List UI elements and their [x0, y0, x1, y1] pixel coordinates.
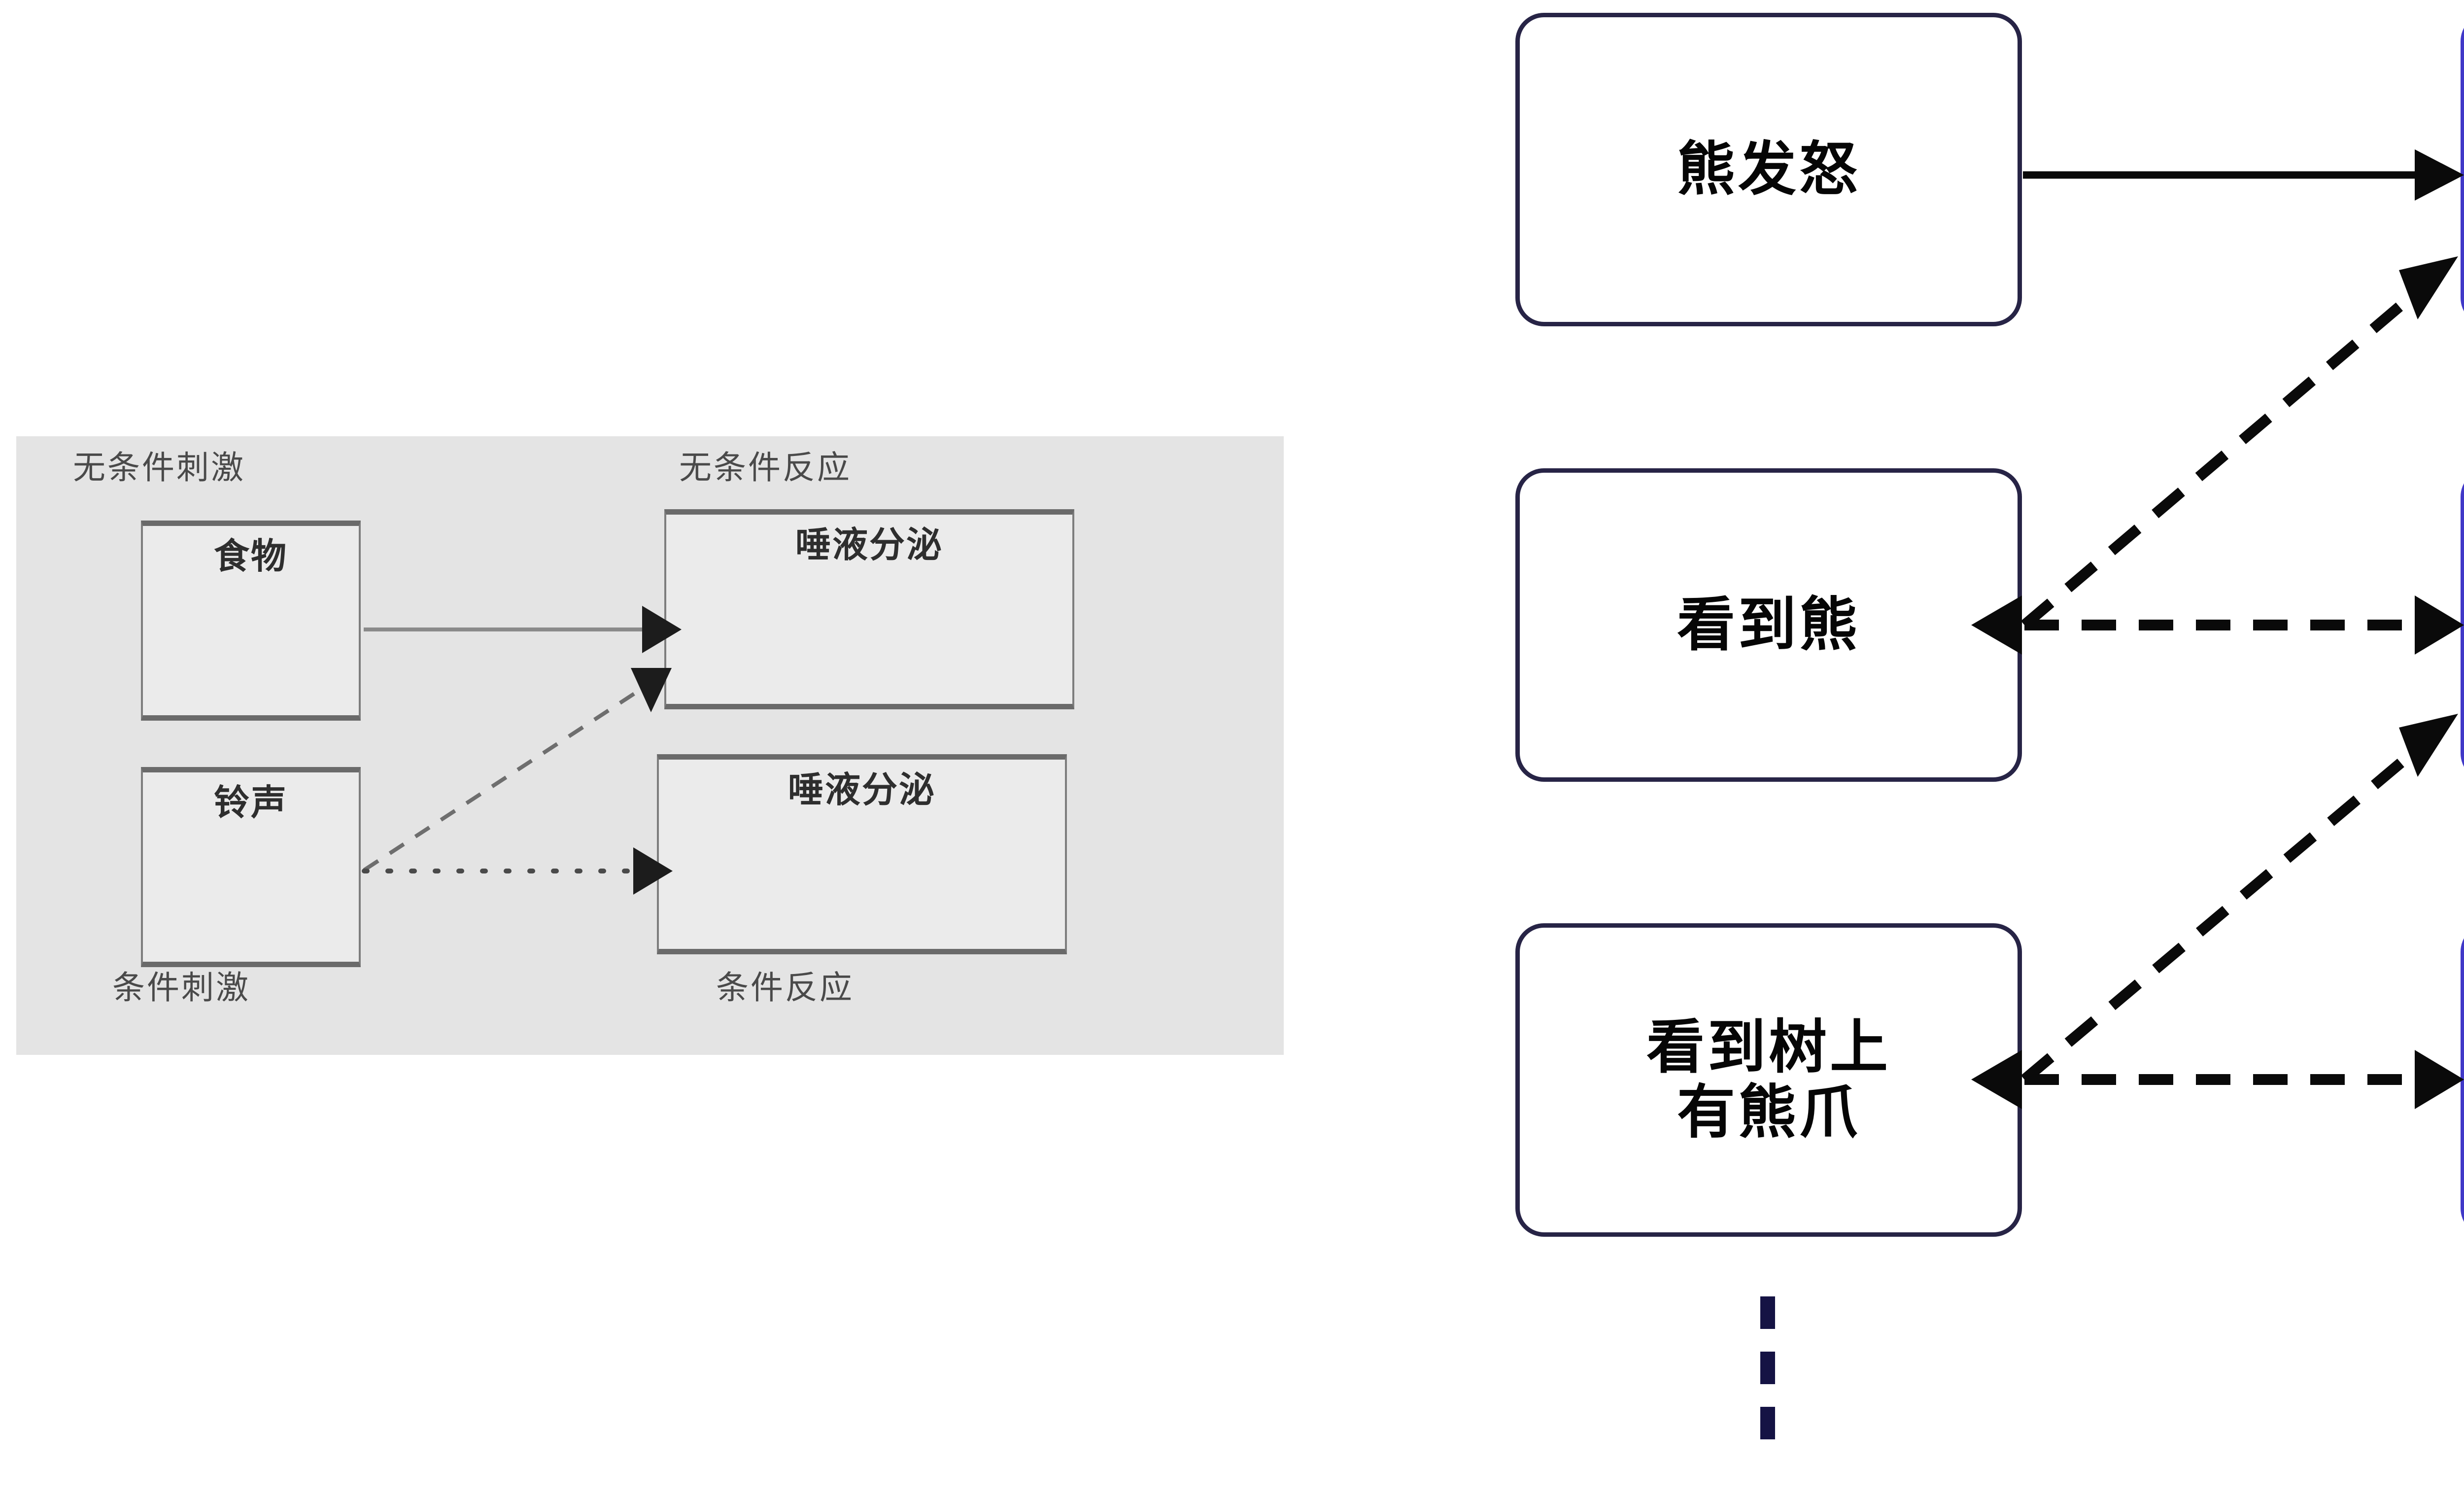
- ellipsis-dot: [1760, 1352, 1775, 1384]
- box-salivation-conditioned: 唾液分泌: [657, 754, 1067, 954]
- ellipsis-dot: [1760, 1407, 1775, 1439]
- box-bell-label: 铃声: [213, 783, 288, 823]
- box-bear-angry: 熊发怒: [1515, 13, 2022, 326]
- box-see-bear-claw-on-tree: 看到树上 有熊爪: [1515, 923, 2022, 1237]
- box-salivation-conditioned-label: 唾液分泌: [787, 770, 936, 810]
- arrow-see-claw-to-value-next-state: [2020, 714, 2458, 1084]
- arrow-see-bear-to-reward: [2020, 256, 2458, 629]
- box-value-state: V(s): [2461, 923, 2464, 1237]
- classical-conditioning-arrows: [362, 606, 682, 895]
- ellipsis-dot: [1760, 1296, 1775, 1329]
- classical-conditioning-panel: 无条件刺激 无条件反应 条件刺激 条件反应 食物 铃声 唾液分泌 唾液分泌: [16, 436, 1284, 1055]
- label-unconditioned-response: 无条件反应: [679, 449, 852, 486]
- arrow-see-claw-to-value-state: [1971, 1050, 2464, 1109]
- box-see-bear-claw-on-tree-label: 看到树上 有熊爪: [1646, 1014, 1891, 1145]
- arrow-see-bear-to-value-next-state: [1971, 595, 2464, 655]
- arrow-bell-to-salivation-conditioned: [362, 847, 673, 895]
- arrow-bear-angry-to-reward: [2023, 149, 2464, 201]
- box-salivation-unconditioned-label: 唾液分泌: [795, 525, 943, 565]
- box-bear-angry-label: 熊发怒: [1677, 137, 1860, 202]
- arrow-food-to-salivation: [364, 606, 682, 653]
- arrow-bell-to-salivation-unconditioned: [363, 668, 672, 872]
- box-salivation-unconditioned: 唾液分泌: [664, 509, 1074, 709]
- box-see-bear-label: 看到熊: [1677, 592, 1860, 658]
- box-bell: 铃声: [141, 767, 361, 967]
- label-unconditioned-stimulus: 无条件刺激: [73, 449, 245, 486]
- ellipsis-left-column: [1760, 1296, 1775, 1439]
- box-food: 食物: [141, 521, 361, 721]
- label-conditioned-response: 条件反应: [716, 969, 854, 1006]
- box-value-next-state: V(s′): [2461, 468, 2464, 782]
- box-reward: 奖励: [2461, 13, 2464, 326]
- box-see-bear: 看到熊: [1515, 468, 2022, 782]
- label-conditioned-stimulus: 条件刺激: [112, 969, 250, 1006]
- box-food-label: 食物: [213, 537, 288, 576]
